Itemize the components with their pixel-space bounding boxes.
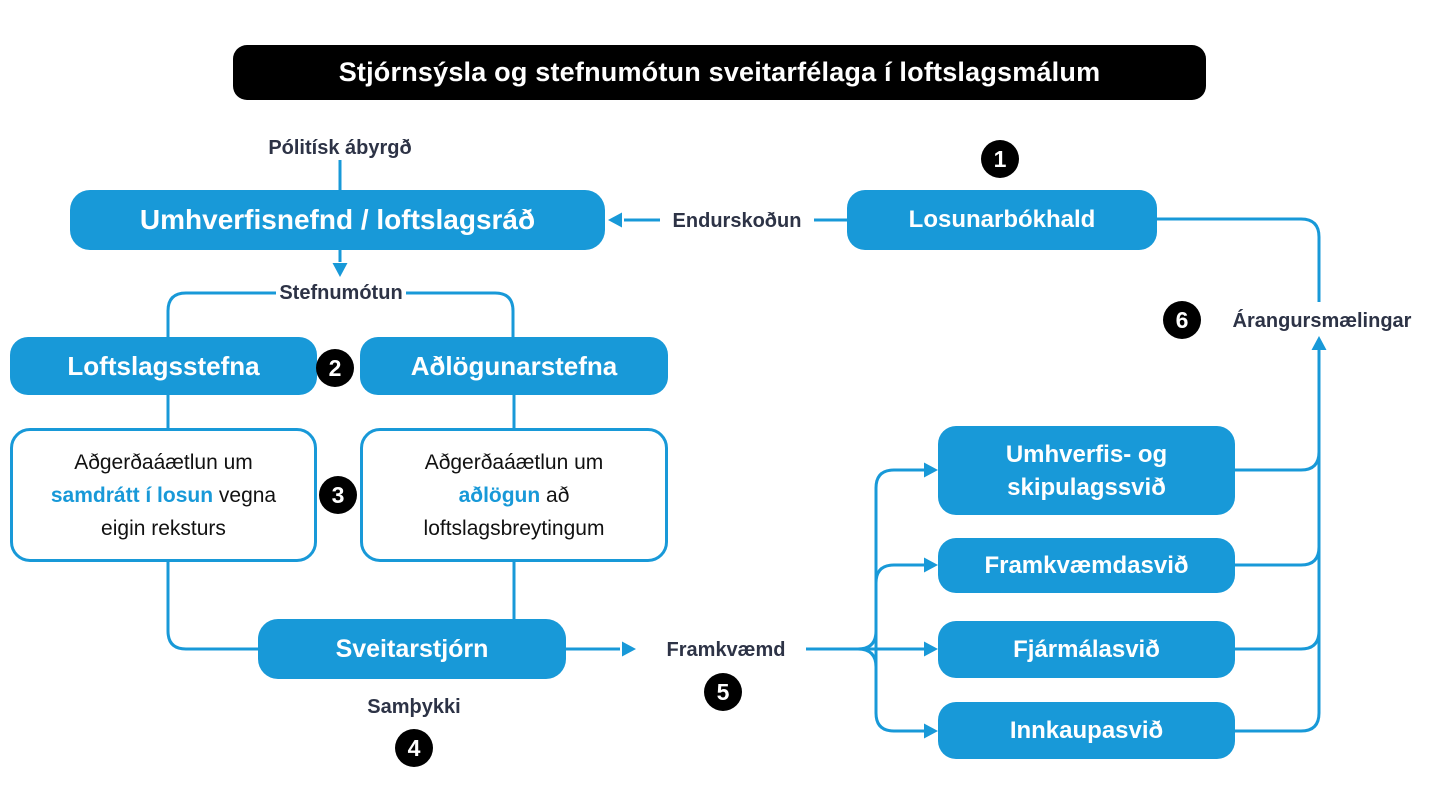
highlighted-text: aðlögun: [458, 483, 541, 507]
text-segment: Aðgerðaáætlun um: [424, 450, 604, 474]
page-title: Stjórnsýsla og stefnumótun sveitarfélaga…: [233, 45, 1206, 100]
action-plan-adaptation-text: Aðgerðaáætlun um aðlögun að loftslagsbre…: [381, 446, 647, 545]
label-endurskodun: Endurskoðun: [672, 210, 802, 232]
action-plan-emissions-text: Aðgerðaáætlun um samdrátt í losun vegna …: [31, 446, 296, 545]
label-politisk-abyrgd: Pólitísk ábyrgð: [268, 137, 412, 159]
step-badge-4: 4: [395, 729, 433, 767]
label-framkvaemd: Framkvæmd: [666, 639, 786, 661]
text-segment: Aðgerðaáætlun um: [74, 450, 253, 474]
label-samthykki: Samþykki: [367, 696, 461, 718]
text-segment: að loftslagsbreytingum: [423, 483, 605, 540]
node-sveitarstjorn: Sveitarstjórn: [258, 619, 566, 679]
node-umhverfisnefnd-loftslagsrad: Umhverfisnefnd / loftslagsráð: [70, 190, 605, 250]
node-action-plan-adaptation: Aðgerðaáætlun um aðlögun að loftslagsbre…: [360, 428, 668, 562]
label-arangursmaelingar: Árangursmælingar: [1232, 310, 1412, 332]
node-adlogunarstefna: Aðlögunarstefna: [360, 337, 668, 395]
label-stefnumotun: Stefnumótun: [279, 282, 403, 304]
node-dept-fjarmalasvid: Fjármálasvið: [938, 621, 1235, 678]
node-loftslagsstefna: Loftslagsstefna: [10, 337, 317, 395]
step-badge-2: 2: [316, 349, 354, 387]
highlighted-text: samdrátt í losun: [50, 483, 214, 507]
step-badge-1: 1: [981, 140, 1019, 178]
node-action-plan-emissions: Aðgerðaáætlun um samdrátt í losun vegna …: [10, 428, 317, 562]
node-dept-innkaupasvid: Innkaupasvið: [938, 702, 1235, 759]
node-dept-umhverfis-skipulagssvid: Umhverfis- og skipulagssvið: [938, 426, 1235, 515]
step-badge-6: 6: [1163, 301, 1201, 339]
text-segment: vegna eigin reksturs: [101, 483, 277, 540]
node-losunarbokhald: Losunarbókhald: [847, 190, 1157, 250]
step-badge-5: 5: [704, 673, 742, 711]
step-badge-3: 3: [319, 476, 357, 514]
node-dept-framkvaemdasvid: Framkvæmdasvið: [938, 538, 1235, 593]
